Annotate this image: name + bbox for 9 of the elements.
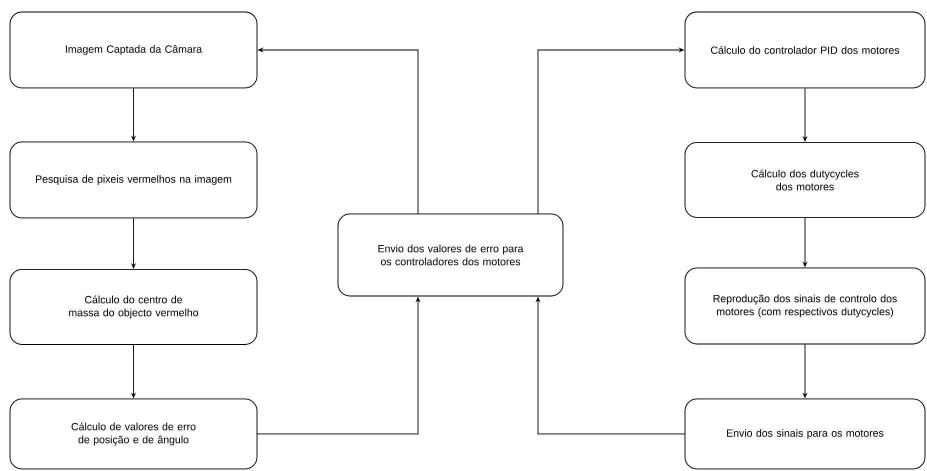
process-box: Envio dos valores de erro para os controladores dos motores xyxy=(338,214,564,296)
process-box: Cálculo do controlador PID dos motores xyxy=(684,12,926,88)
process-box: Envio dos sinais para os motores xyxy=(684,398,926,470)
process-box: Imagem Captada da Câmara xyxy=(10,12,258,88)
process-box: Cálculo de valores de erro de posição e de ângulo xyxy=(10,398,258,470)
process-box: Reprodução dos sinais de controlo dos motores (com respectivos dutycycles) xyxy=(684,268,926,344)
process-box: Pesquisa de pixeis vermelhos na imagem xyxy=(10,142,258,218)
process-box: Cálculo dos dutycycles dos motores xyxy=(684,142,926,218)
process-box: Cálculo do centro de massa do objecto vermelho xyxy=(10,269,258,345)
